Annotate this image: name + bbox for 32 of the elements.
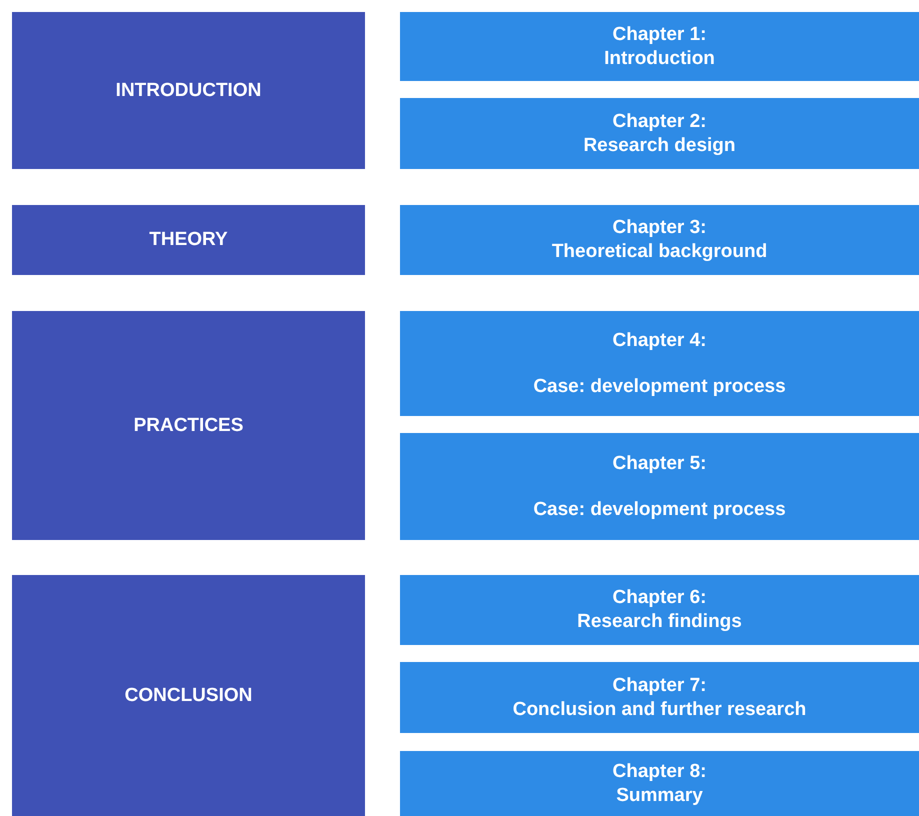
chapter-title: Theoretical background	[552, 240, 768, 264]
chapter-number: Chapter 5:	[612, 452, 706, 476]
section-box	[12, 12, 365, 169]
chapter-title: Summary	[616, 784, 703, 808]
chapter-title: Case: development process	[533, 374, 786, 398]
chapter-number: Chapter 7:	[612, 674, 706, 698]
chapter-box	[400, 12, 919, 81]
section-box	[12, 575, 365, 816]
chapter-number: Chapter 6:	[612, 586, 706, 610]
chapter-box	[400, 205, 919, 275]
chapter-number: Chapter 2:	[612, 110, 706, 134]
chapter-box	[400, 662, 919, 733]
chapter-box	[400, 98, 919, 169]
chapter-box	[400, 751, 919, 816]
chapter-number: Chapter 4:	[612, 328, 706, 352]
chapter-title: Case: development process	[533, 498, 786, 522]
chapter-title: Research design	[583, 134, 736, 158]
section-box	[12, 205, 365, 275]
chapter-box	[400, 575, 919, 645]
section-heading: THEORY	[149, 228, 228, 252]
section-box	[12, 311, 365, 540]
chapter-title: Introduction	[604, 46, 715, 70]
chapter-box	[400, 311, 919, 416]
chapter-number: Chapter 1:	[612, 22, 706, 46]
chapter-title: Research findings	[577, 610, 742, 634]
section-heading: CONCLUSION	[124, 684, 252, 708]
section-heading: PRACTICES	[134, 414, 244, 438]
chapter-number: Chapter 8:	[612, 760, 706, 784]
chapter-title: Conclusion and further research	[512, 698, 806, 722]
chapter-number: Chapter 3:	[612, 216, 706, 240]
section-heading: INTRODUCTION	[116, 78, 262, 102]
chapter-box	[400, 433, 919, 540]
